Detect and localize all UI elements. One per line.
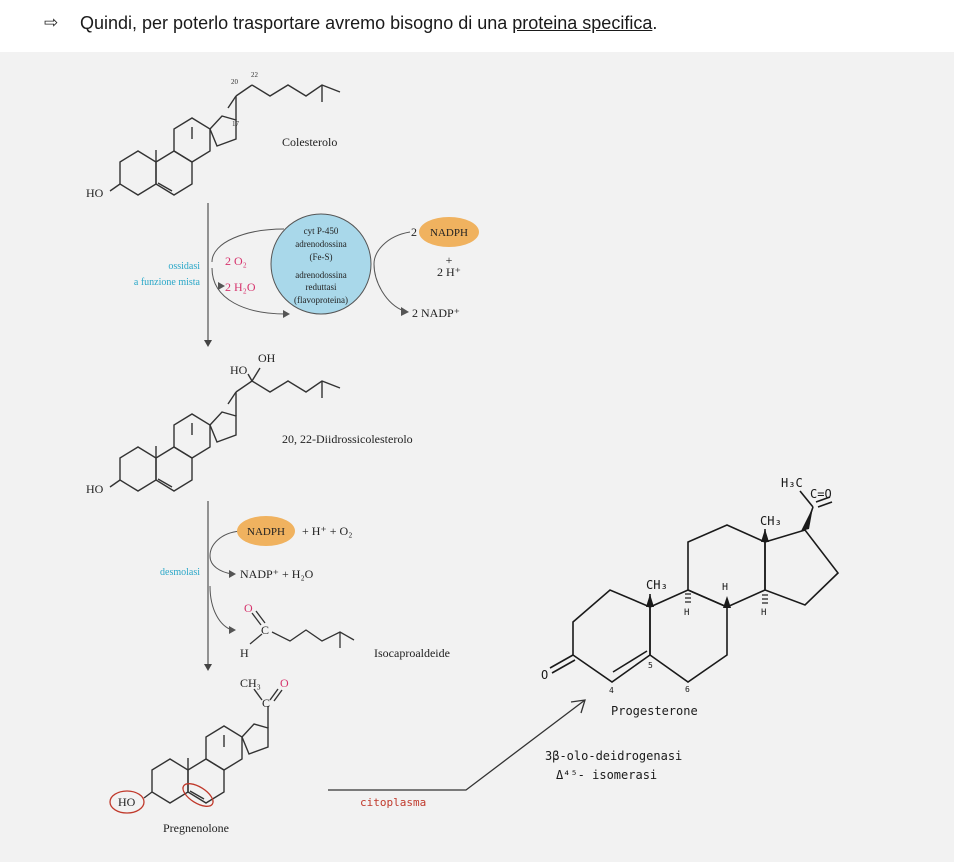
step1-o2: 2 O₂ (225, 254, 247, 268)
step1-plus: + (446, 253, 453, 267)
progesterone-h-b: H (684, 608, 689, 618)
cyt-line-1: cyt P-450 (304, 226, 339, 236)
aldehyde-h: H (240, 646, 249, 660)
progesterone-ch3-top: CH₃ (760, 514, 782, 528)
step1-nadph-curve (373, 231, 411, 312)
cyt-p450-complex (270, 213, 372, 315)
header-underlined-text: proteina specifica (512, 13, 653, 33)
pregnenolone-label: Pregnenolone (163, 821, 229, 835)
progesterone-structure (549, 490, 840, 683)
step1-o2-curve (211, 228, 285, 263)
isocaproaldehyde-structure (249, 610, 355, 648)
progesterone-num-6: 6 (685, 685, 690, 694)
progesterone-wedge-h (723, 596, 731, 608)
step1-h2o: 2 H₂O (225, 280, 256, 294)
step1-h-plus: 2 H⁺ (437, 265, 461, 279)
cyt-line-6: (flavoproteina) (294, 295, 348, 305)
cholesterol-number-20: 20 (231, 78, 239, 86)
arrow-bullet-icon: ⇨ (44, 13, 59, 33)
pregnenolone-ho-circle (109, 790, 145, 814)
step1-nadph-prefix: 2 (411, 225, 417, 239)
step1-nadp: 2 NADP⁺ (412, 306, 460, 320)
progesterone-h-a: H (722, 582, 728, 593)
progesterone-wedge-methyl-a (646, 594, 654, 607)
step1-nadph: NADPH (430, 227, 468, 239)
aldehyde-o: O (244, 601, 253, 615)
step1-h2o-curve (211, 267, 287, 315)
step1-nadp-arrowhead (401, 307, 409, 316)
step2-nadph: NADPH (247, 526, 285, 538)
progesterone-c-eq-o: C=O (810, 487, 832, 501)
cholesterol-number-22: 22 (251, 71, 259, 79)
cytoplasm-arrowhead (570, 699, 586, 714)
step2-nadp: NADP⁺ + H₂O (240, 567, 314, 581)
enzyme-isomerase: Δ⁴⁵- isomerasi (556, 768, 657, 782)
cyt-line-3: (Fe-S) (310, 252, 333, 262)
step2-nadph-curve (209, 530, 241, 575)
progesterone-ketone-o: O (541, 668, 548, 682)
step1-enzyme-line2: a funzione mista (134, 277, 201, 288)
progesterone-num-4: 4 (609, 686, 614, 695)
progesterone-wedge-acetyl (801, 507, 813, 531)
progesterone-ch3-mid: CH₃ (646, 578, 668, 592)
pregnenolone-ho: HO (118, 795, 136, 809)
cholesterol-ho: HO (86, 186, 104, 200)
dihydroxycholesterol-structure (109, 367, 341, 492)
cyt-line-4: adrenodossina (295, 270, 347, 280)
step2-nadp-arrowhead (229, 570, 236, 578)
step2-aldehyde-arrowhead (229, 626, 236, 634)
pregnenolone-o: O (280, 676, 289, 690)
isocaproaldehyde-label: Isocaproaldeide (374, 646, 450, 660)
enzyme-dehydrogenase: 3β-olo-deidrogenasi (545, 749, 682, 763)
cholesterol-number-17: 17 (232, 120, 240, 128)
dihydroxycholesterol-label: 20, 22-Diidrossicolesterolo (282, 432, 413, 446)
dihydroxy-ho: HO (86, 482, 104, 496)
progesterone-num-5: 5 (648, 661, 653, 670)
cholesterol-structure (109, 84, 341, 196)
step1-water-arrowhead (218, 282, 225, 290)
cyt-line-5: reduttasi (306, 282, 337, 292)
slide-header: ⇨ Quindi, per poterlo trasportare avremo… (0, 0, 954, 52)
progesterone-wedge-methyl-b (761, 529, 769, 542)
header-text-end: . (652, 13, 658, 33)
citoplasma-label: citoplasma (360, 796, 426, 809)
progesterone-h3c: H₃C (781, 476, 803, 490)
cytoplasm-arrow (328, 699, 586, 791)
step2-nadph-badge (237, 516, 295, 546)
cholesterol-label: Colesterolo (282, 135, 337, 149)
step2-nadph-rest: + H⁺ + O₂ (302, 524, 352, 538)
dihydroxy-oh-top: OH (258, 351, 276, 365)
step1-nadph-badge (419, 217, 479, 247)
cyt-line-2: adrenodossina (295, 239, 347, 249)
step1-arrowhead (204, 340, 212, 347)
header-text-start: Quindi, per poterlo trasportare avremo b… (80, 13, 513, 33)
step2-enzyme: desmolasi (160, 567, 200, 578)
pregnenolone-double-bond-circle (182, 783, 214, 807)
pregnenolone-ch3: CH₃ (240, 676, 261, 690)
progesterone-h-c: H (761, 608, 766, 618)
pregnenolone-structure (143, 688, 283, 804)
step2-aldehyde-curve (209, 585, 233, 631)
progesterone-label: Progesterone (611, 704, 698, 718)
progesterone-hashed-bonds (685, 593, 768, 604)
aldehyde-c: C (261, 623, 269, 637)
pregnenolone-c: C (262, 696, 270, 710)
step1-h2o-arrowhead (283, 310, 290, 318)
header-text: Quindi, per poterlo trasportare avremo b… (80, 13, 657, 34)
step2-arrowhead (204, 664, 212, 671)
step1-enzyme-line1: ossidasi (168, 261, 200, 272)
dihydroxy-ho-top: HO (230, 363, 248, 377)
